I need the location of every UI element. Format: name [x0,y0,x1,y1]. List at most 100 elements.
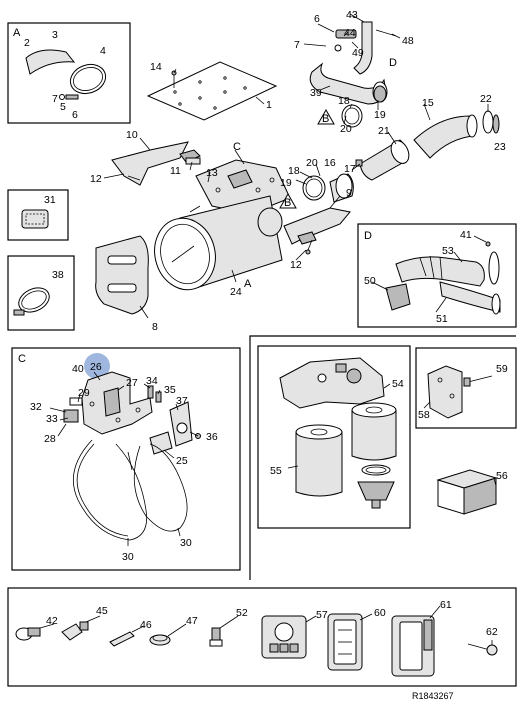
part-53-pipe [395,256,485,287]
label-part-60: 60 [374,607,386,619]
label-part-26: 26 [90,361,102,373]
label-part-33: 33 [46,413,58,425]
callout-letter-a: A [244,278,252,290]
part-9-bracket [283,207,351,245]
inset-c-frame [11,347,241,571]
inset-filter-frame [257,345,411,529]
main-assembly [95,13,500,319]
label-part-18-main: 18 [288,165,300,177]
label-part-42: 42 [46,615,58,627]
part-34-stud [147,385,154,399]
inset-filter [279,357,397,509]
part-35-stud [155,391,162,403]
part-45-fitting [61,623,83,641]
part-39-flex-pipe [309,62,387,105]
label-part-30-left: 30 [122,551,134,563]
inset-58 [423,365,493,419]
label-part-7-a: 7 [52,93,58,105]
label-part-48: 48 [402,35,414,47]
label-part-55: 55 [270,465,282,477]
highlight-26 [84,353,110,379]
inset-letters: A D C C A D B B [13,27,397,365]
label-part-20-upper: 20 [340,123,352,135]
label-part-46: 46 [140,619,152,631]
label-part-52: 52 [236,607,248,619]
callout-letter-b-lower: B [284,197,291,209]
label-part-16: 16 [324,157,336,169]
inset-a [25,49,107,100]
label-part-38: 38 [52,269,64,281]
leader-lines-main [103,13,489,319]
part-19-ring [373,85,387,103]
part-62-fastener [486,644,498,656]
leader-lines-filter [287,383,391,469]
label-part-43: 43 [346,9,358,21]
leader-lines-bottom [39,605,493,645]
part-54-filter [351,409,397,461]
part-47-ring [149,634,171,646]
section-divider [249,335,516,580]
part-1-cover-plate [146,61,278,121]
label-part-1: 1 [266,99,272,111]
leader-lines-c [49,371,199,546]
bottom-parts [15,605,498,677]
part-15-elbow [413,115,475,159]
filter-head [279,357,385,409]
part-33-clip [69,397,83,406]
label-part-19-upper: 19 [374,109,386,121]
part-55-filter [295,431,343,497]
inset-letter-a: A [13,27,21,39]
leader-lines-d [371,235,487,313]
callout-b-triangle-lower [279,192,297,209]
part-31-gasket [21,209,49,229]
label-part-34: 34 [146,375,158,387]
label-part-50: 50 [364,275,376,287]
part-43-tube [353,21,373,75]
part-4-clamp-band [69,63,107,95]
part-5-bolt [65,94,79,100]
label-part-18-upper: 18 [338,95,350,107]
part-51-pipe [439,281,501,313]
label-part-12-right: 12 [290,259,302,271]
part-46-clip [109,631,135,647]
inset-38-frame [7,255,75,331]
inset-frames [7,22,517,687]
label-part-57: 57 [316,609,328,621]
label-part-11: 11 [170,165,181,177]
callout-letter-d: D [389,57,397,69]
part-number-labels: 2 3 4 7 5 6 31 38 14 1 10 12 11 13 8 24 … [24,9,508,638]
label-part-6-a: 6 [72,109,78,121]
label-part-37: 37 [176,395,188,407]
label-part-8: 8 [152,321,158,333]
label-part-51: 51 [436,313,448,325]
label-part-25: 25 [176,455,188,467]
label-part-32: 32 [30,401,42,413]
label-part-27: 27 [126,377,138,389]
inset-58-frame [415,347,517,429]
label-part-20-main: 20 [306,157,318,169]
label-part-24: 24 [230,286,242,298]
label-part-54: 54 [392,378,404,390]
inset-d-frame [357,223,517,328]
label-part-35: 35 [164,384,176,396]
part-11-clip [185,157,201,165]
part-23-ring [492,114,500,134]
part-25-mount [149,431,173,455]
inset-31 [21,209,49,229]
label-part-15: 15 [422,97,434,109]
label-part-5: 5 [60,101,66,113]
part-30-strap-left [72,439,148,541]
part-58-bracket [427,365,463,419]
label-part-53: 53 [442,245,454,257]
label-part-49: 49 [352,47,364,59]
label-part-21: 21 [378,125,390,137]
label-part-29: 29 [78,387,90,399]
label-part-10: 10 [126,129,138,141]
label-part-39: 39 [310,87,322,99]
part-8-heat-shield [95,235,149,315]
label-part-14: 14 [150,61,162,73]
inset-d [371,235,501,315]
inset-38 [13,287,50,316]
label-part-28: 28 [44,433,56,445]
